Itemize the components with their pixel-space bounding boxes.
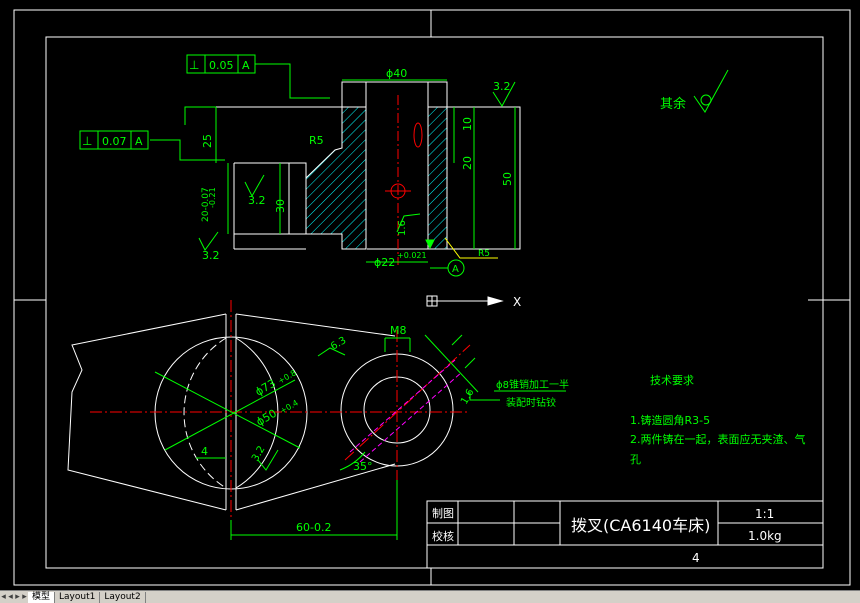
dim-20-tol: 20-0.07 <box>201 187 211 222</box>
dim-r5: R5 <box>309 134 324 147</box>
dim-50: ϕ50 <box>254 407 279 429</box>
dim-22-tol: +0.021 <box>397 251 427 260</box>
tech-req-line3: 孔 <box>630 453 641 466</box>
gdt-left-symbol: ⊥ <box>82 134 92 148</box>
gdt-frame-left <box>79 130 149 150</box>
tab-nav-last-icon[interactable]: ▸ <box>22 592 27 602</box>
hole-note-line2: 装配时钻铰 <box>506 396 556 409</box>
title-sheet: 4 <box>692 551 700 565</box>
dim-r5-leader: R5 <box>478 249 490 259</box>
tech-req-line2: 2.两件铸在一起，表面应无夹渣、气 <box>630 432 806 446</box>
tab-model[interactable]: 模型 <box>28 591 56 603</box>
tech-req-title: 技术要求 <box>650 374 694 387</box>
gdt-left-value: 0.07 <box>102 135 127 148</box>
layout-tab-bar: ◂ ◂ ▸ ▸ 模型 Layout1 Layout2 <box>0 590 860 603</box>
gdt-left-datum: A <box>135 135 143 148</box>
top-view-dims <box>150 66 516 263</box>
tab-layout1[interactable]: Layout1 <box>55 591 101 603</box>
rest-note: 其余 <box>660 96 686 112</box>
dim-10: 10 <box>461 117 474 131</box>
dim-60: 60-0.2 <box>296 521 331 534</box>
dim-73: ϕ73 <box>253 377 278 399</box>
dim-35-deg: 35° <box>353 460 373 473</box>
front-view-dims <box>154 334 500 540</box>
top-view-hatch <box>305 106 448 250</box>
title-part-name: 拨叉(CA6140车床) <box>571 516 710 535</box>
dim-m8: M8 <box>390 324 407 337</box>
dim-50-tol: +0.4 <box>279 398 300 416</box>
leader-r5 <box>444 237 498 259</box>
front-view-centerlines <box>90 300 471 530</box>
dim-3.2: 3.2 <box>250 444 267 463</box>
title-drawn-by: 制图 <box>432 507 454 520</box>
datum-a-marker <box>425 239 465 277</box>
title-checked-by: 校核 <box>432 529 454 543</box>
rough-3.2-left: 3.2 <box>202 249 220 262</box>
dim-6.3: 6.3 <box>329 335 348 352</box>
roughness-symbols <box>198 81 516 251</box>
datum-a: A <box>452 264 459 275</box>
tab-nav-first-icon[interactable]: ◂ <box>1 592 6 602</box>
gdt-frame-top <box>186 54 291 74</box>
ucs-x-label: X <box>513 295 521 309</box>
title-weight: 1.0kg <box>748 529 782 543</box>
dim-1.6: 1.6 <box>397 220 408 236</box>
ucs-icon <box>426 295 504 307</box>
dim-20-tol2: -0.21 <box>208 187 217 208</box>
hole-note-line1: ϕ8锥销加工一半 <box>496 378 569 391</box>
rough-3.2-mid: 3.2 <box>248 194 266 207</box>
dim-30: 30 <box>274 199 287 213</box>
dim-4: 4 <box>201 445 208 458</box>
drawing-canvas[interactable]: ⊥ 0.05 A ⊥ 0.07 A ϕ40 25 R5 10 20 50 30 … <box>0 0 860 590</box>
dim-73-tol: +0.8 <box>277 368 298 386</box>
gdt-top-datum: A <box>242 59 250 72</box>
dim-40: ϕ40 <box>386 67 407 80</box>
title-scale: 1:1 <box>755 507 774 521</box>
dim-20: 20 <box>461 156 474 170</box>
gdt-top-value: 0.05 <box>209 59 234 72</box>
gdt-top-symbol: ⊥ <box>189 58 199 72</box>
dim-22: ϕ22 <box>374 256 395 269</box>
dim-50: 50 <box>501 172 514 186</box>
tab-layout2[interactable]: Layout2 <box>100 591 146 603</box>
dim-1.6-front: 1.6 <box>459 387 476 406</box>
tech-req-line1: 1.铸造圆角R3-5 <box>630 413 710 427</box>
tab-nav-prev-icon[interactable]: ◂ <box>8 592 13 602</box>
tab-nav-next-icon[interactable]: ▸ <box>15 592 20 602</box>
dim-25: 25 <box>201 134 214 148</box>
front-view-hidden <box>349 359 463 463</box>
rest-roughness-icon <box>693 69 729 113</box>
rough-3.2-top: 3.2 <box>493 80 511 93</box>
top-view-details <box>385 95 423 265</box>
title-block <box>426 500 824 569</box>
